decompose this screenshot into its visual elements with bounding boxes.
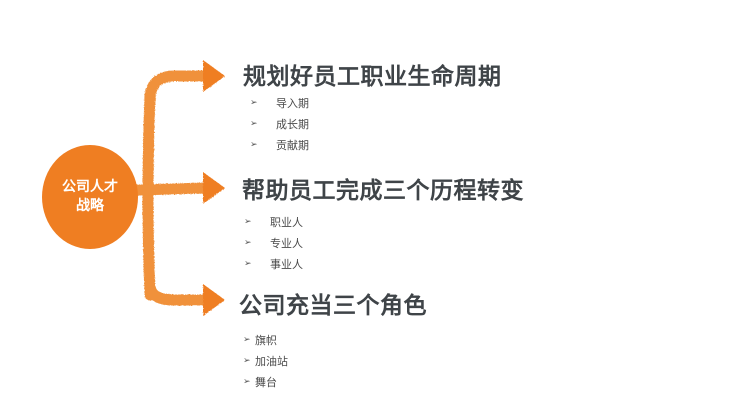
bracket-top-curve	[144, 70, 211, 106]
item-label: 专业人	[270, 237, 303, 250]
branch-3-item-1: ➢ 旗帜	[243, 332, 277, 348]
arrow-head-top	[203, 60, 225, 92]
bullet-arrow-icon: ➢	[243, 377, 251, 387]
branch-1-item-2: ➢ 成长期	[250, 116, 309, 132]
branch-3-item-2: ➢ 加油站	[243, 353, 288, 369]
bullet-arrow-icon: ➢	[250, 119, 258, 129]
item-label: 事业人	[270, 258, 303, 271]
bracket-bottom-curve	[144, 279, 211, 306]
branch-2-item-2: ➢ 专业人	[244, 235, 303, 251]
arrow-head-bottom	[203, 284, 225, 316]
branch-3-heading: 公司充当三个角色	[239, 293, 427, 319]
bullet-arrow-icon: ➢	[243, 356, 251, 366]
item-label: 加油站	[255, 355, 288, 368]
item-label: 舞台	[255, 376, 277, 389]
branch-2-item-1: ➢ 职业人	[244, 214, 303, 230]
bullet-arrow-icon: ➢	[250, 140, 258, 150]
bullet-arrow-icon: ➢	[244, 259, 252, 269]
bullet-arrow-icon: ➢	[244, 238, 252, 248]
branch-2-item-3: ➢ 事业人	[244, 256, 303, 272]
item-label: 成长期	[276, 118, 309, 131]
item-label: 贡献期	[276, 139, 309, 152]
branch-1-heading: 规划好员工职业生命周期	[243, 64, 502, 90]
bracket-middle-line	[132, 182, 211, 196]
arrow-head-middle	[203, 172, 225, 204]
branch-1-item-3: ➢ 贡献期	[250, 137, 309, 153]
hub-label-line2: 战略	[76, 198, 104, 214]
hub-circle: 公司人才 战略	[42, 145, 138, 249]
item-label: 职业人	[270, 216, 303, 229]
branch-2-heading: 帮助员工完成三个历程转变	[242, 178, 524, 204]
item-label: 旗帜	[255, 334, 277, 347]
branch-1-item-1: ➢ 导入期	[250, 95, 309, 111]
branch-3-item-3: ➢ 舞台	[243, 374, 277, 390]
hub-label-line1: 公司人才	[62, 179, 118, 195]
bullet-arrow-icon: ➢	[250, 98, 258, 108]
bullet-arrow-icon: ➢	[244, 217, 252, 227]
bracket-spine	[142, 89, 156, 301]
item-label: 导入期	[276, 97, 309, 110]
bullet-arrow-icon: ➢	[243, 335, 251, 345]
